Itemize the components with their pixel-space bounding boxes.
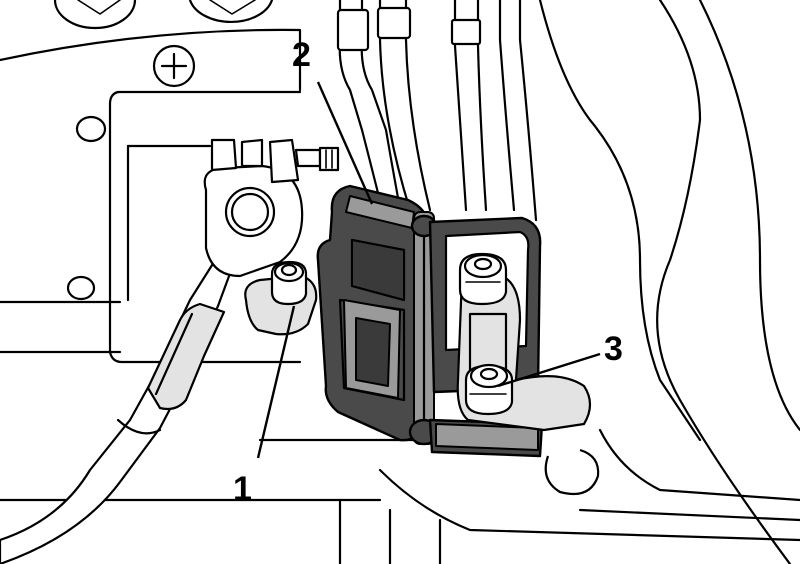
mounting-hole bbox=[75, 115, 107, 143]
leader-line-3 bbox=[497, 352, 601, 388]
callout-1: 1 bbox=[233, 470, 252, 508]
terminal-busbar bbox=[456, 252, 600, 496]
callout-2: 2 bbox=[292, 36, 311, 74]
callout-3: 3 bbox=[604, 330, 623, 368]
mounting-hole bbox=[66, 275, 96, 301]
callout-labels: 1 2 3 bbox=[233, 36, 623, 508]
terminal-nut-1 bbox=[244, 260, 318, 336]
leader-line-2 bbox=[316, 81, 374, 205]
ground-cable bbox=[0, 138, 340, 564]
callout-leaders bbox=[256, 81, 601, 459]
leader-line-1 bbox=[256, 305, 296, 459]
